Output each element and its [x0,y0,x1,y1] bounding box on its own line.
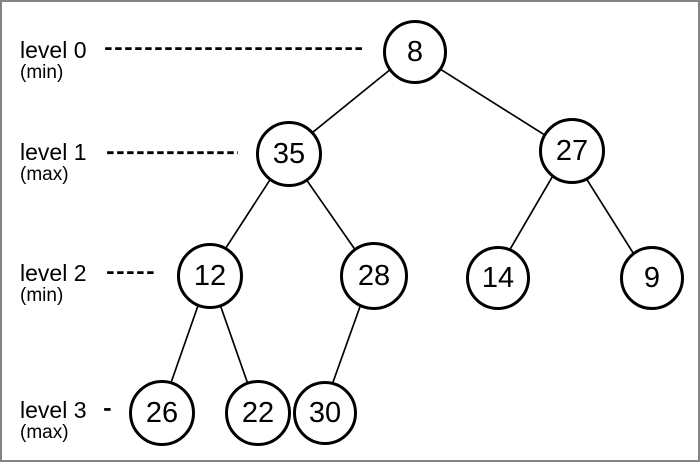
tree-node-26: 26 [129,380,195,446]
node-value: 9 [643,261,661,294]
level-1-title: level 1 [20,139,87,165]
level-0-label: level 0 (min) [20,39,86,84]
level-2-type: (min) [20,285,64,306]
level-3-type: (max) [20,422,69,443]
level-1-label: level 1 (max) [20,141,86,186]
node-value: 30 [308,396,342,429]
level-3-title: level 3 [20,397,87,423]
level-1-type: (max) [20,164,69,185]
level-0-title: level 0 [20,37,87,63]
tree-node-28: 28 [340,242,408,310]
tree-node-9: 9 [620,246,684,310]
node-value: 8 [406,35,424,68]
level-2-label: level 2 (min) [20,262,86,307]
level-3-label: level 3 (max) [20,399,86,444]
node-value: 28 [357,259,391,292]
node-value: 22 [241,396,275,429]
tree-node-12: 12 [177,243,243,309]
node-value: 27 [555,134,589,167]
level-0-type: (min) [20,62,64,83]
tree-node-30: 30 [293,381,357,445]
node-value: 26 [145,396,179,429]
node-value: 35 [272,137,306,170]
tree-node-8: 8 [383,20,447,84]
tree-node-27: 27 [539,118,605,184]
level-2-title: level 2 [20,260,87,286]
node-value: 14 [481,261,515,294]
tree-node-14: 14 [466,246,530,310]
tree-node-22: 22 [225,380,291,446]
tree-node-35: 35 [256,121,322,187]
node-value: 12 [193,259,227,292]
